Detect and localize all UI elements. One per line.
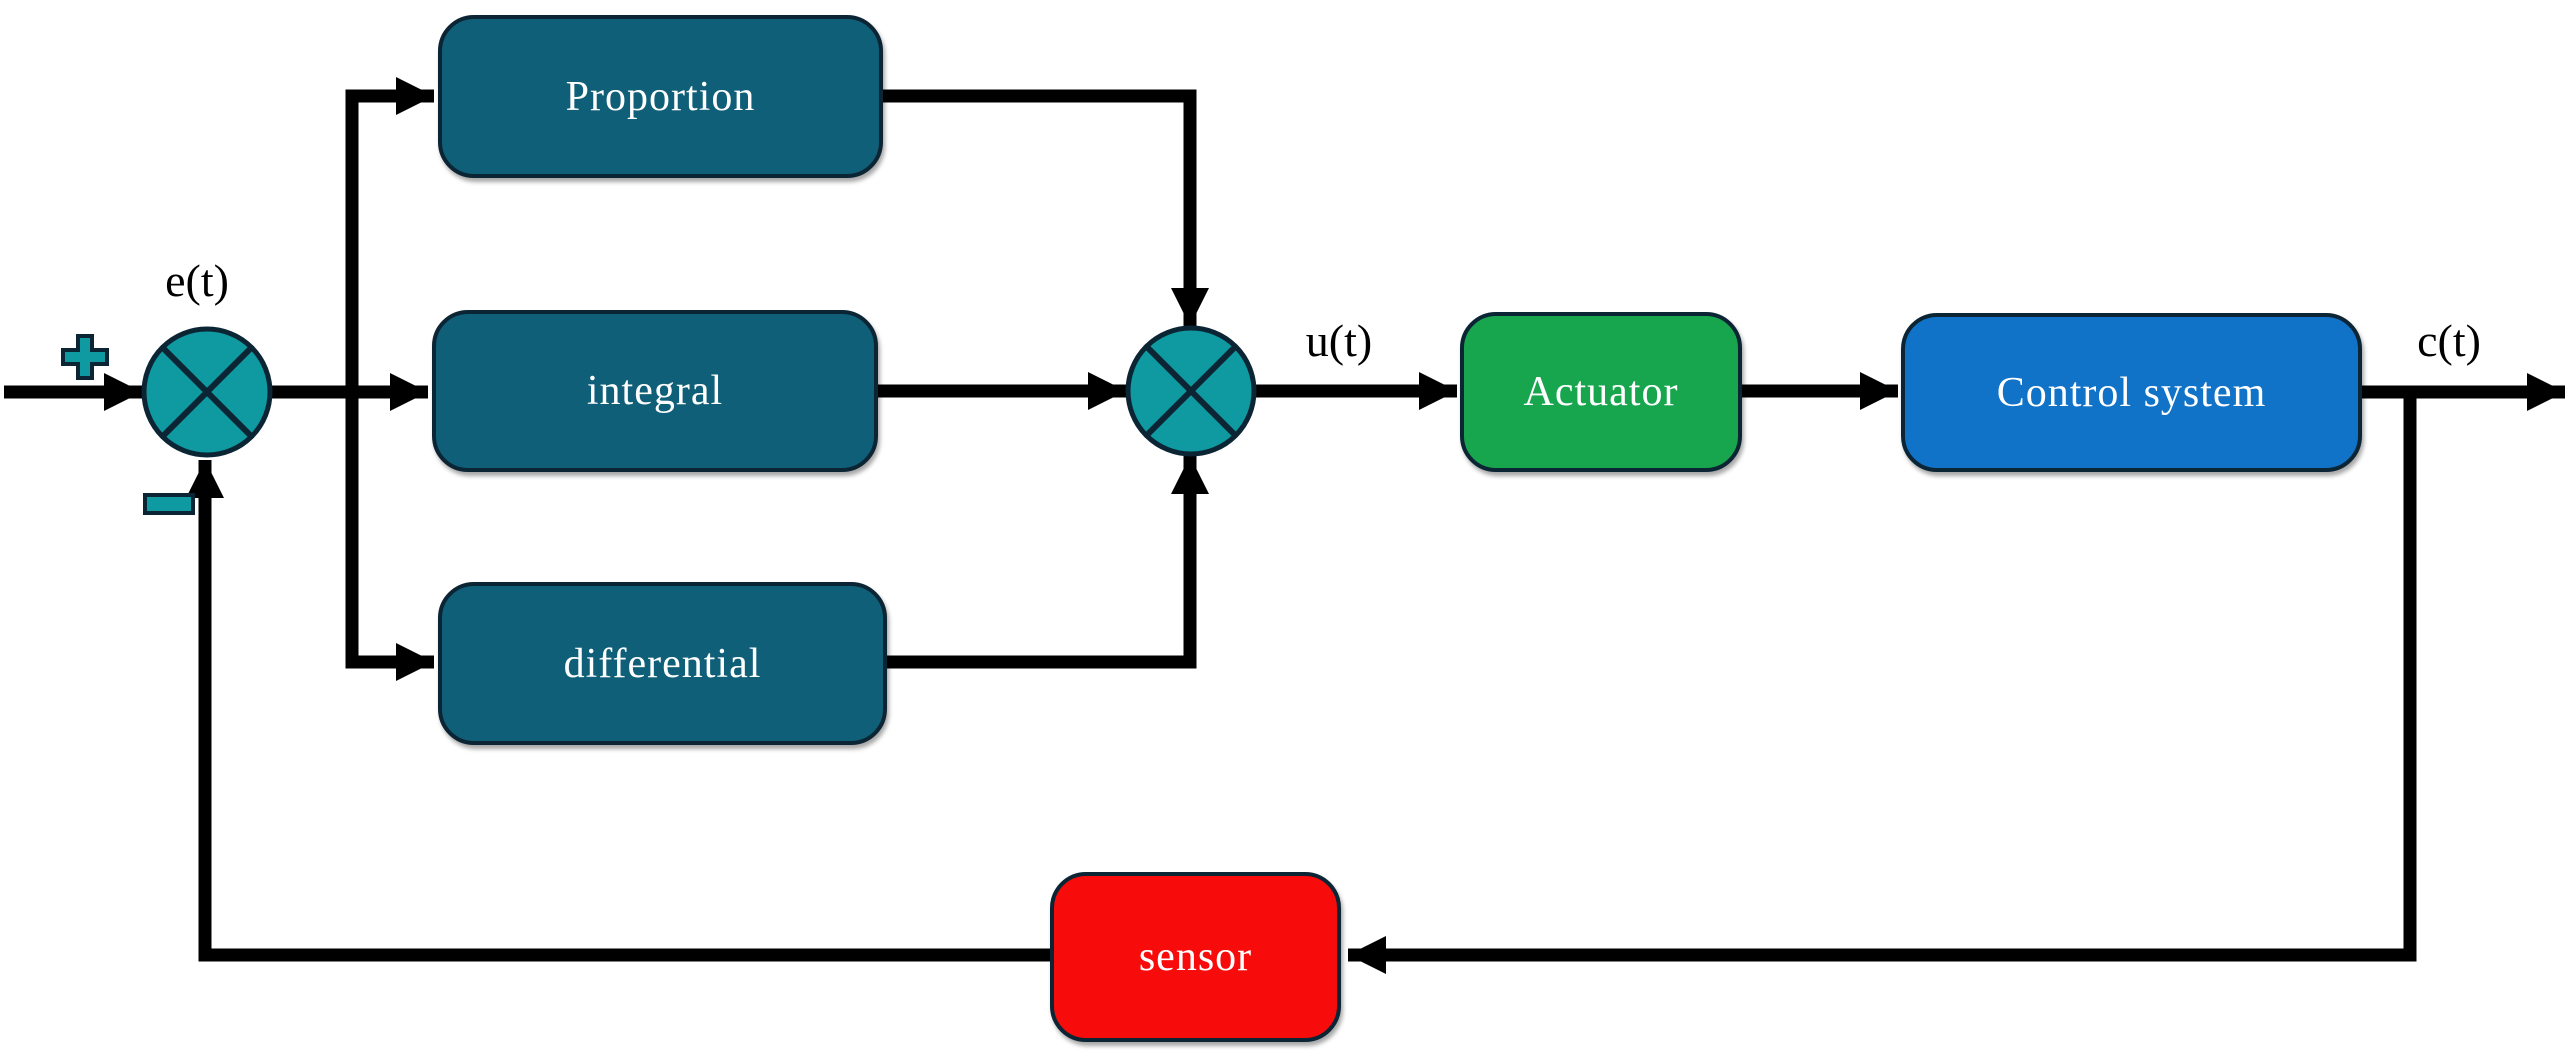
summing-junction-2-cross-line [1144,344,1238,438]
block-sensor-label: sensor [1138,934,1253,980]
connector-sensor-to-sum1 [186,460,1050,962]
block-differential: differential [438,582,887,745]
summing-junction-1 [141,326,273,458]
signal-label-error: e(t) [165,255,229,306]
block-sensor: sensor [1050,872,1341,1042]
summing-junction-2 [1125,325,1257,457]
block-control-system: Control system [1901,313,2362,472]
block-integral-label: integral [586,368,724,414]
block-control-system-label: Control system [1996,369,2267,416]
connector-proportion-to-sum2 [883,89,1209,326]
block-actuator: Actuator [1460,312,1742,472]
block-actuator-label: Actuator [1523,369,1679,415]
minus-icon [143,493,195,515]
block-differential-label: differential [563,640,762,687]
connector-output-to-sensor [1348,392,2417,974]
block-proportion: Proportion [438,15,883,178]
plus-icon [60,333,110,381]
signal-label-output: c(t) [2417,315,2481,366]
connector-branch-to-differential [345,392,434,681]
block-integral: integral [432,310,878,472]
summing-junction-1-cross-line [160,345,254,439]
connector-differential-to-sum2 [887,456,1209,669]
connector-branch-to-proportion [345,77,434,392]
block-proportion-label: Proportion [565,73,756,120]
signal-label-control: u(t) [1305,315,1373,366]
